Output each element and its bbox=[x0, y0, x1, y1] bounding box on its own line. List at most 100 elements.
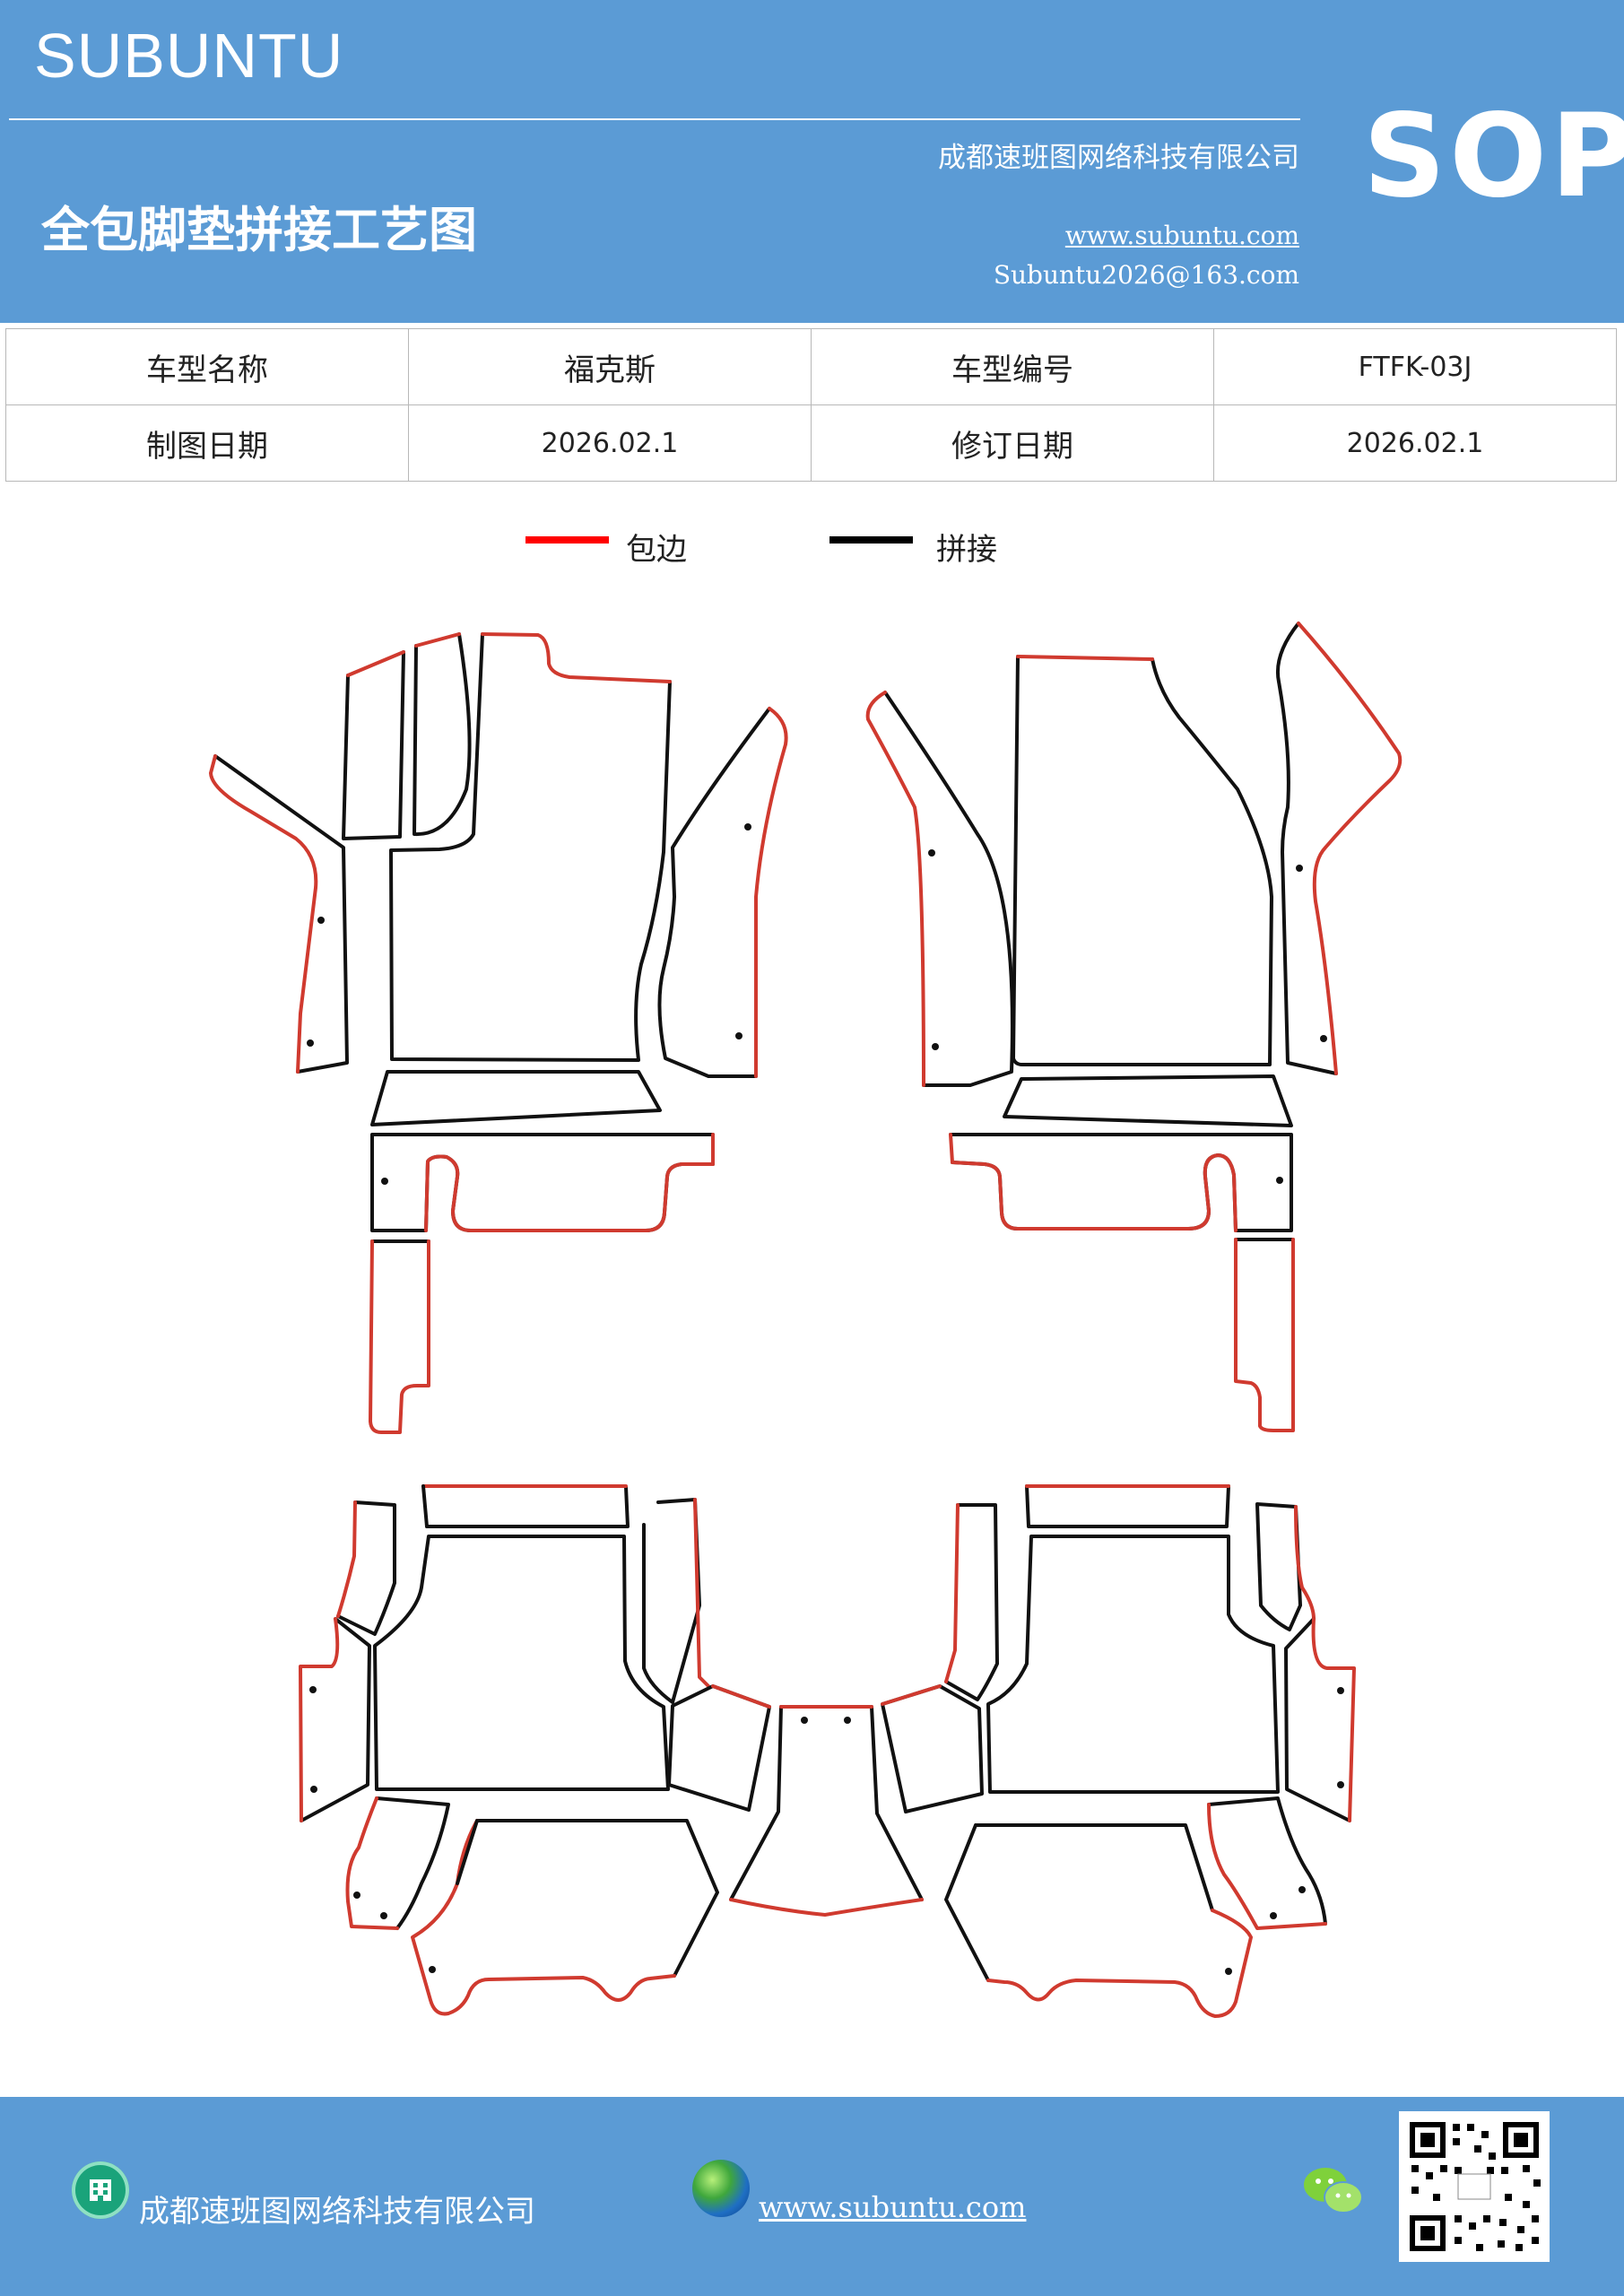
footer-company: 成都速班图网络科技有限公司 bbox=[139, 2194, 535, 2230]
mat-piece-fl-lower-bar bbox=[370, 1133, 715, 1232]
value-draw-date: 2026.02.1 bbox=[408, 404, 812, 482]
mat-piece-fl-left-arm-edge bbox=[209, 754, 318, 1074]
mat-piece-rr-corner bbox=[1207, 1796, 1327, 1926]
qr-code bbox=[1399, 2111, 1550, 2262]
pin-dot bbox=[1270, 1912, 1277, 1919]
mat-piece-rr-left-wing-edge bbox=[881, 1684, 942, 1706]
pin-dot bbox=[353, 1892, 360, 1899]
mat-piece-fr-post-edge bbox=[1234, 1238, 1295, 1432]
mat-piece-rl-left-side-edge bbox=[299, 1617, 340, 1822]
mat-piece-rl-left-side bbox=[300, 1617, 371, 1822]
mat-piece-fl-main bbox=[389, 632, 672, 1062]
mat-piece-fl-post-edge bbox=[369, 1239, 430, 1434]
pin-dot bbox=[1320, 1035, 1327, 1042]
pin-dot bbox=[1337, 1781, 1344, 1788]
pin-dot bbox=[744, 823, 751, 831]
label-revision-date: 修订日期 bbox=[811, 404, 1214, 482]
mat-piece-fr-left-arm bbox=[883, 691, 1014, 1087]
mat-piece-rr-right-strip-edge bbox=[1294, 1505, 1316, 1621]
brand-name: SUBUNTU bbox=[34, 21, 344, 91]
pin-dot bbox=[1225, 1968, 1232, 1975]
mat-piece-rl-top-bar bbox=[425, 1485, 630, 1528]
legend-label-seam: 拼接 bbox=[936, 532, 997, 568]
mat-piece-rl-bottom-edge bbox=[411, 1819, 676, 2016]
pin-dot bbox=[307, 1039, 314, 1047]
mat-piece-fl-strip-2-edge bbox=[414, 632, 461, 648]
mat-piece-fr-main bbox=[1012, 655, 1273, 1066]
mat-piece-rl-right-strip bbox=[642, 1498, 701, 1704]
wechat-icon[interactable] bbox=[1302, 2163, 1365, 2217]
pin-dot bbox=[1296, 865, 1303, 872]
mat-piece-rl-corner-edge bbox=[345, 1796, 399, 1930]
mat-piece-rear-center-edge bbox=[729, 1705, 924, 1917]
legend: 包边 拼接 bbox=[0, 525, 1624, 578]
pin-dot bbox=[928, 849, 935, 857]
value-model-code: FTFK-03J bbox=[1213, 328, 1617, 405]
mat-piece-fl-main-edge bbox=[481, 632, 672, 683]
label-draw-date: 制图日期 bbox=[5, 404, 409, 482]
pin-dot bbox=[380, 1912, 387, 1919]
header-website-link[interactable]: www.subuntu.com bbox=[1064, 221, 1299, 250]
rear-mat-group bbox=[299, 1484, 1356, 2018]
mat-piece-fl-strip-1 bbox=[342, 650, 405, 840]
mat-piece-fr-strip bbox=[1276, 622, 1338, 1075]
mat-piece-fl-strip-1-edge bbox=[346, 650, 405, 677]
header-email: Subuntu2026@163.com bbox=[993, 260, 1299, 290]
pin-dot bbox=[310, 1786, 317, 1793]
mat-piece-rl-bottom-edge-top bbox=[456, 1819, 479, 1885]
mat-piece-rr-right-side-edge bbox=[1311, 1617, 1356, 1822]
mat-piece-fl-strip-2 bbox=[413, 632, 472, 837]
table-row: 车型名称 福克斯 车型编号 FTFK-03J bbox=[5, 328, 1617, 405]
mat-piece-rl-right-wing-edge bbox=[711, 1684, 771, 1709]
value-revision-date: 2026.02.1 bbox=[1213, 404, 1617, 482]
label-model-name: 车型名称 bbox=[5, 328, 409, 405]
mat-piece-fr-lower-bar-edge bbox=[949, 1133, 1238, 1232]
mat-piece-rr-left-strip-edge bbox=[944, 1503, 960, 1683]
mat-piece-rl-left-strip-edge bbox=[336, 1500, 357, 1618]
pin-dot bbox=[932, 1043, 939, 1050]
sop-badge: SOP bbox=[1363, 90, 1624, 223]
mat-piece-rl-bottom bbox=[475, 1819, 719, 1978]
pin-dot bbox=[801, 1717, 808, 1724]
mat-piece-rr-top-bar bbox=[1025, 1484, 1230, 1528]
document-title: 全包脚垫拼接工艺图 bbox=[41, 201, 477, 258]
mat-piece-rr-left-strip bbox=[944, 1503, 999, 1701]
mat-piece-rl-top-bar-left bbox=[421, 1484, 429, 1528]
header-divider bbox=[9, 118, 1300, 120]
value-model-name: 福克斯 bbox=[408, 328, 812, 405]
header-company: 成都速班图网络科技有限公司 bbox=[938, 142, 1299, 174]
legend-swatch-seam bbox=[829, 536, 913, 544]
globe-icon bbox=[692, 2160, 750, 2217]
pin-dot bbox=[309, 1686, 317, 1693]
mat-piece-rl-right-wing bbox=[667, 1684, 771, 1812]
mat-piece-fl-heel bbox=[370, 1070, 662, 1126]
front-left-mat-group bbox=[209, 632, 788, 1434]
mat-piece-rl-right-strip-edge bbox=[693, 1498, 710, 1688]
pin-dot bbox=[1298, 1886, 1306, 1893]
mat-piece-fl-lower-bar-edge-2 bbox=[424, 1154, 715, 1232]
legend-swatch-edge bbox=[525, 536, 609, 544]
pin-dot bbox=[1276, 1177, 1283, 1184]
mat-piece-rl-main bbox=[373, 1535, 670, 1791]
info-table: 车型名称 福克斯 车型编号 FTFK-03J 制图日期 2026.02.1 修订… bbox=[5, 328, 1617, 482]
mat-piece-fl-right-arm bbox=[657, 707, 771, 1078]
footer-website-link[interactable]: www.subuntu.com bbox=[759, 2190, 1027, 2224]
label-model-code: 车型编号 bbox=[811, 328, 1214, 405]
mat-piece-fr-main-edge bbox=[1016, 655, 1154, 661]
mat-piece-rr-left-wing bbox=[881, 1684, 984, 1813]
mat-piece-rr-right-side bbox=[1284, 1617, 1351, 1822]
mat-piece-rr-corner-edge bbox=[1207, 1803, 1327, 1930]
mat-piece-fl-right-arm-edge bbox=[754, 707, 788, 1078]
legend-label-edge: 包边 bbox=[626, 532, 687, 568]
pin-dot bbox=[381, 1178, 388, 1185]
pin-dot bbox=[735, 1032, 743, 1039]
footer-banner: 成都速班图网络科技有限公司 www.subuntu.com bbox=[0, 2097, 1624, 2296]
mat-piece-rl-left-strip bbox=[336, 1500, 396, 1636]
header-banner: SUBUNTU 成都速班图网络科技有限公司 全包脚垫拼接工艺图 www.subu… bbox=[0, 0, 1624, 323]
pin-dot bbox=[429, 1966, 436, 1973]
mat-piece-rl-corner bbox=[375, 1796, 450, 1930]
mat-piece-fr-heel bbox=[1003, 1074, 1293, 1127]
mat-piece-rr-bottom bbox=[944, 1823, 1214, 1982]
mat-piece-rr-main bbox=[986, 1535, 1280, 1794]
